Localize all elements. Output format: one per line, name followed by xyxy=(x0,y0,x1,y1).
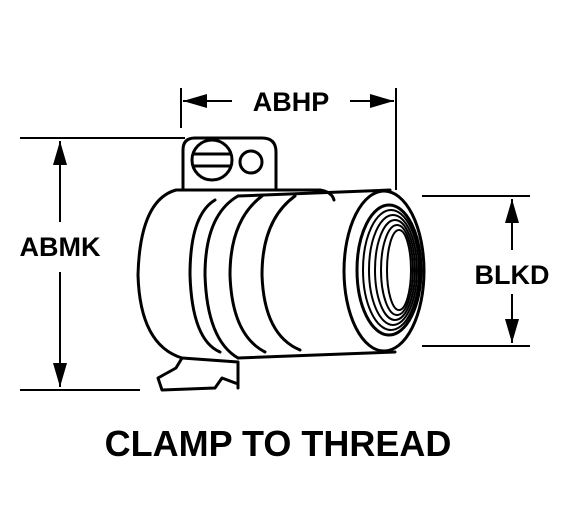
thread-end-face xyxy=(342,189,426,353)
internal-thread xyxy=(355,203,423,337)
drawing-caption: CLAMP TO THREAD xyxy=(105,423,452,464)
clamp-part xyxy=(136,136,426,392)
abhp-label: ABHP xyxy=(253,87,330,117)
screw-head xyxy=(190,138,234,182)
abhp-dimension: ABHP xyxy=(180,87,397,190)
clamp-ear-top xyxy=(181,136,278,192)
clamp-band xyxy=(136,188,240,390)
blkd-dimension: BLKD xyxy=(422,195,550,347)
clamp-tab xyxy=(156,356,240,392)
abmk-dimension: ABMK xyxy=(20,137,185,391)
abmk-label: ABMK xyxy=(20,232,101,262)
blkd-label: BLKD xyxy=(475,260,550,290)
